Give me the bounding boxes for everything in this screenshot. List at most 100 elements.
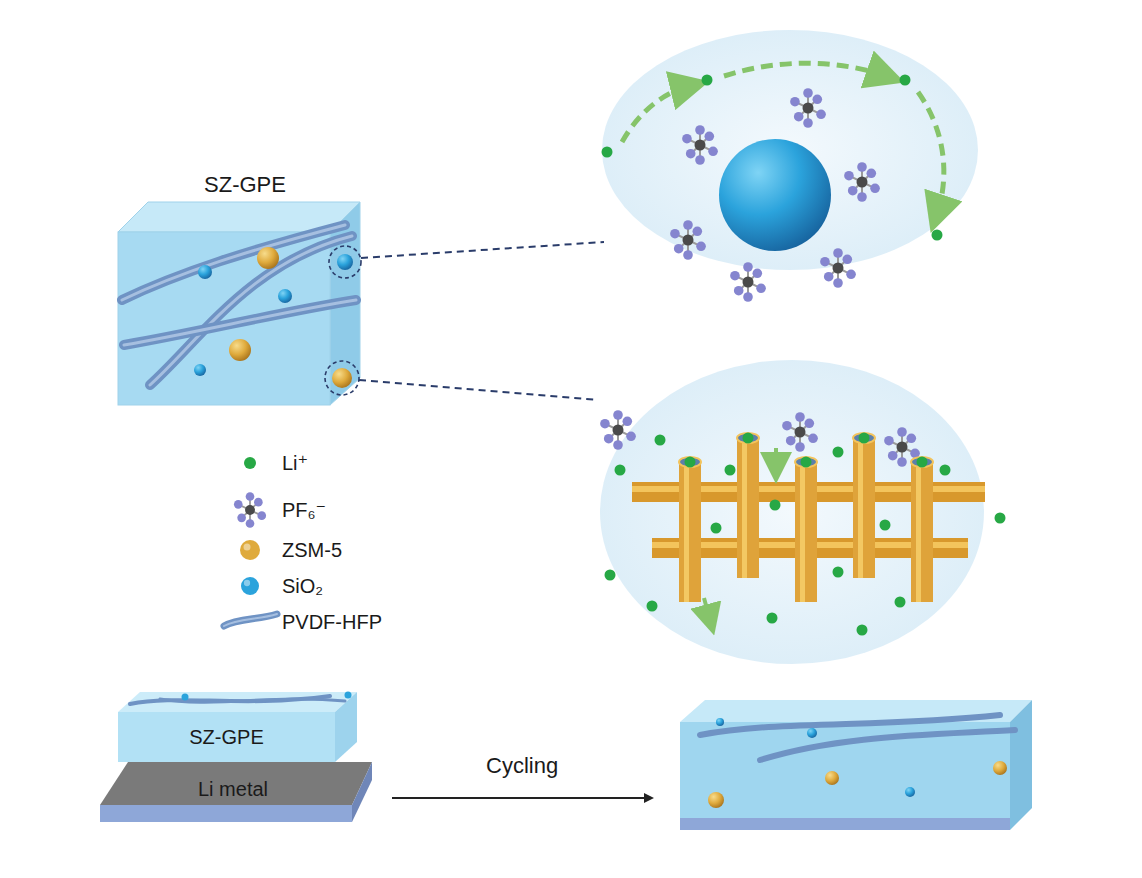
fluorine-atom (613, 410, 623, 420)
pf6-molecule (682, 125, 718, 165)
fluorine-atom (870, 184, 880, 194)
fluorine-atom (857, 162, 867, 172)
pore-opening (679, 457, 701, 467)
process-label: Cycling (486, 753, 558, 779)
lithium-ion (917, 457, 928, 468)
phosphorus-atom (245, 505, 255, 515)
fluorine-atom (623, 417, 633, 427)
legend-swatch (240, 540, 260, 560)
legend-line-highlight (224, 614, 277, 626)
fluorine-atom (693, 227, 703, 237)
legend-swatch (241, 577, 259, 595)
legend-text: PF₆⁻ (282, 498, 326, 522)
fluorine-atom (237, 514, 246, 523)
legend-text: Li⁺ (282, 451, 308, 475)
fluorine-atom (756, 284, 766, 294)
pore-opening (737, 433, 759, 443)
fluorine-atom (670, 229, 680, 239)
lithium-ion (880, 520, 891, 531)
fluorine-atom (730, 271, 740, 281)
transport-arrow (704, 598, 710, 620)
zoom-ellipse (602, 30, 978, 270)
fluorine-atom (786, 436, 796, 446)
node-text: Li metal (198, 778, 268, 801)
fluorine-atom (803, 118, 813, 128)
lithium-ions (602, 75, 1006, 636)
fluorine-atom (897, 427, 907, 437)
phosphorus-atom (833, 263, 844, 274)
tube (795, 462, 817, 602)
fluorine-atom (600, 419, 610, 429)
pore-opening (911, 457, 933, 467)
pf6-molecule (234, 492, 266, 528)
lithium-ion (900, 75, 911, 86)
cell-stack (100, 692, 372, 823)
lithium-ion (770, 500, 781, 511)
phosphorus-atom (743, 277, 754, 288)
fluorine-atom (820, 257, 830, 267)
fluorine-atom (743, 292, 753, 302)
legend-samples (224, 457, 277, 626)
fluorine-atom (795, 412, 805, 422)
fluorine-atom (888, 451, 898, 461)
lithium-layer: Li metal (118, 776, 348, 803)
fluorine-atom (843, 254, 853, 264)
tube (679, 462, 701, 602)
anion-group (600, 88, 920, 467)
lithium-ion (605, 570, 616, 581)
fluorine-atom (848, 186, 858, 196)
phosphorus-atom (897, 442, 908, 453)
lithium-ion (995, 513, 1006, 524)
fluorine-atom (695, 125, 705, 135)
fluorine-atom (846, 270, 856, 280)
fluorine-atom (844, 171, 854, 181)
lithium-ion (725, 465, 736, 476)
tube-highlight (800, 462, 805, 602)
lithium-ion (833, 447, 844, 458)
transport-arrow (622, 86, 690, 142)
fluorine-atom (813, 95, 823, 105)
lithium-ion (767, 613, 778, 624)
fluorine-atom (782, 421, 792, 431)
pf6-molecule (600, 410, 636, 450)
pf6-molecule (782, 412, 818, 452)
fluorine-atom (708, 147, 718, 157)
transport-arrow (918, 92, 944, 214)
fluorine-atom (613, 440, 623, 450)
fluorine-atom (246, 492, 255, 501)
transport-arrow (724, 63, 886, 76)
fluorine-atom (795, 442, 805, 452)
tube-highlight (858, 438, 863, 578)
fluorine-atom (790, 97, 800, 107)
tube-highlight (742, 438, 747, 578)
phosphorus-atom (683, 235, 694, 246)
fluorine-atom (695, 155, 705, 165)
swatch-highlight (244, 580, 250, 586)
tube-highlight (916, 462, 921, 602)
phosphorus-atom (795, 427, 806, 438)
fluorine-atom (604, 434, 614, 444)
node-text: SZ-GPE (204, 172, 286, 198)
fluorine-atom (803, 88, 813, 98)
lithium-ion (857, 625, 868, 636)
lithium-ion (859, 433, 870, 444)
legend-text: SiO₂ (282, 574, 323, 598)
swatch-highlight (244, 544, 251, 551)
gel-block (118, 202, 361, 405)
fluorine-atom (686, 149, 696, 159)
block-heading: SZ-GPE (110, 168, 380, 202)
lithium-ion (801, 457, 812, 468)
fluorine-atom (897, 457, 907, 467)
legend-text: ZSM-5 (282, 538, 342, 562)
lithium-ion (647, 601, 658, 612)
electrolyte-layer: SZ-GPE (118, 712, 335, 762)
fluorine-atom (682, 134, 692, 144)
fluorine-atom (696, 242, 706, 252)
zeolite-framework (632, 433, 985, 602)
fluorine-atom (257, 511, 266, 520)
fluorine-atom (683, 220, 693, 230)
pf6-molecule (670, 220, 706, 260)
